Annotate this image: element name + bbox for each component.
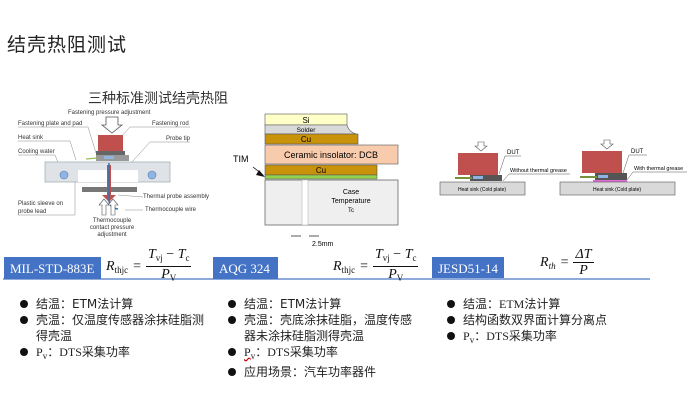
label-fastening-pressure: Fastening pressure adjustment bbox=[68, 110, 151, 116]
svg-text:Heat sink (Cold plate): Heat sink (Cold plate) bbox=[458, 187, 506, 193]
figure-caption: 三种标准测试结壳热阻 bbox=[88, 91, 228, 107]
list-item: Pv：DTS采集功率 bbox=[16, 344, 206, 364]
bullets-jesd: 结温：ETM法计算 结构函数双界面计算分离点 Pv：DTS采集功率 bbox=[443, 296, 683, 348]
bullets-aqg324: 结温：ETM法计算 壳温：壳底涂抹硅脂，温度传感器未涂抹硅脂测得壳温 Pv：DT… bbox=[224, 296, 419, 380]
svg-text:Solder: Solder bbox=[297, 127, 317, 134]
formula-mil-std: Rthjc = Tvj − Tc PV bbox=[106, 247, 192, 283]
layer-cu-top bbox=[264, 133, 359, 145]
svg-text:Cu: Cu bbox=[301, 135, 311, 144]
standard-tag-aqg324: AQG 324 bbox=[213, 257, 278, 279]
label-probe-tip: Probe tip bbox=[166, 136, 191, 142]
list-item: 结构函数双界面计算分离点 bbox=[443, 312, 683, 328]
header-divider bbox=[3, 278, 485, 280]
aqg324-stack-diagram: Si Solder Cu Ceramic insolator: DCB Cu T… bbox=[233, 113, 399, 248]
layer-ceramic bbox=[264, 144, 399, 165]
svg-text:Heat sink (Cold plate): Heat sink (Cold plate) bbox=[593, 187, 641, 193]
svg-text:DUT: DUT bbox=[631, 149, 644, 155]
svg-text:2.5mm: 2.5mm bbox=[312, 241, 334, 248]
formula-jesd: Rth = ΔT P bbox=[540, 247, 594, 278]
list-item: 壳温：仅温度传感器涂抹硅脂测得壳温 bbox=[16, 312, 206, 344]
svg-text:Tc: Tc bbox=[348, 208, 354, 214]
layer-tim bbox=[264, 174, 378, 180]
standard-tag-mil-std: MIL-STD-883E bbox=[4, 257, 101, 279]
label-plastic-sleeve-2: probe lead bbox=[18, 209, 46, 215]
svg-text:DUT: DUT bbox=[507, 150, 520, 156]
label-tc-adj-2: contact pressure bbox=[90, 225, 135, 231]
header-divider-jesd bbox=[432, 278, 650, 280]
list-item: 结温：ETM法计算 bbox=[16, 296, 206, 312]
svg-text:TIM: TIM bbox=[233, 154, 249, 164]
label-tc-adj-3: adjustment bbox=[97, 232, 127, 238]
dut-right bbox=[582, 151, 622, 173]
list-item: 壳温：壳底涂抹硅脂，温度传感器未涂抹硅脂测得壳温 bbox=[224, 312, 419, 344]
label-heat-sink: Heat sink bbox=[18, 135, 44, 141]
label-plastic-sleeve-1: Plastic sleeve on bbox=[18, 201, 63, 207]
list-item: 结温：ETM法计算 bbox=[224, 296, 419, 312]
label-fastening-plate: Fastening plate and pad bbox=[18, 121, 82, 127]
svg-text:Si: Si bbox=[302, 116, 309, 125]
jesd-setup-diagram: Heat sink (Cold plate) DUT Without therm… bbox=[439, 139, 687, 196]
standard-tag-jesd: JESD51-14 bbox=[432, 257, 504, 279]
list-item: Pv：DTS采集功率 bbox=[443, 328, 683, 348]
label-thermal-probe: Thermal probe assembly bbox=[143, 194, 209, 200]
svg-text:Without thermal grease: Without thermal grease bbox=[510, 168, 567, 174]
label-thermocouple-wire: Thermocouple wire bbox=[145, 207, 197, 213]
svg-text:Case: Case bbox=[343, 189, 359, 196]
svg-text:With thermal grease: With thermal grease bbox=[634, 166, 683, 172]
label-cooling-water: Cooling water bbox=[18, 149, 55, 155]
slide-title: 结壳热阻测试 bbox=[7, 34, 128, 56]
list-item: Pv：DTS采集功率 bbox=[224, 344, 419, 364]
svg-text:Ceramic insolator: DCB: Ceramic insolator: DCB bbox=[284, 150, 378, 160]
case-block bbox=[264, 179, 399, 226]
label-tc-adj-1: Thermocouple bbox=[93, 218, 132, 224]
bullets-mil-std: 结温：ETM法计算 壳温：仅温度传感器涂抹硅脂测得壳温 Pv：DTS采集功率 bbox=[16, 296, 206, 364]
mil-std-fixture-diagram: Fastening pressure adjustment Fastening … bbox=[18, 110, 209, 238]
dut-left bbox=[458, 153, 498, 175]
formula-aqg324: Rthjc = Tvj − Tc PV bbox=[333, 247, 419, 283]
list-item: 应用场景：汽车功率器件 bbox=[224, 364, 419, 380]
pressure-arrow-icon bbox=[100, 116, 124, 134]
fastening-rod-block bbox=[98, 135, 123, 151]
svg-text:Cu: Cu bbox=[316, 166, 326, 175]
list-item: 结温：ETM法计算 bbox=[443, 296, 683, 312]
svg-text:Temperature: Temperature bbox=[331, 198, 370, 205]
label-fastening-rod: Fastening rod bbox=[152, 121, 189, 127]
